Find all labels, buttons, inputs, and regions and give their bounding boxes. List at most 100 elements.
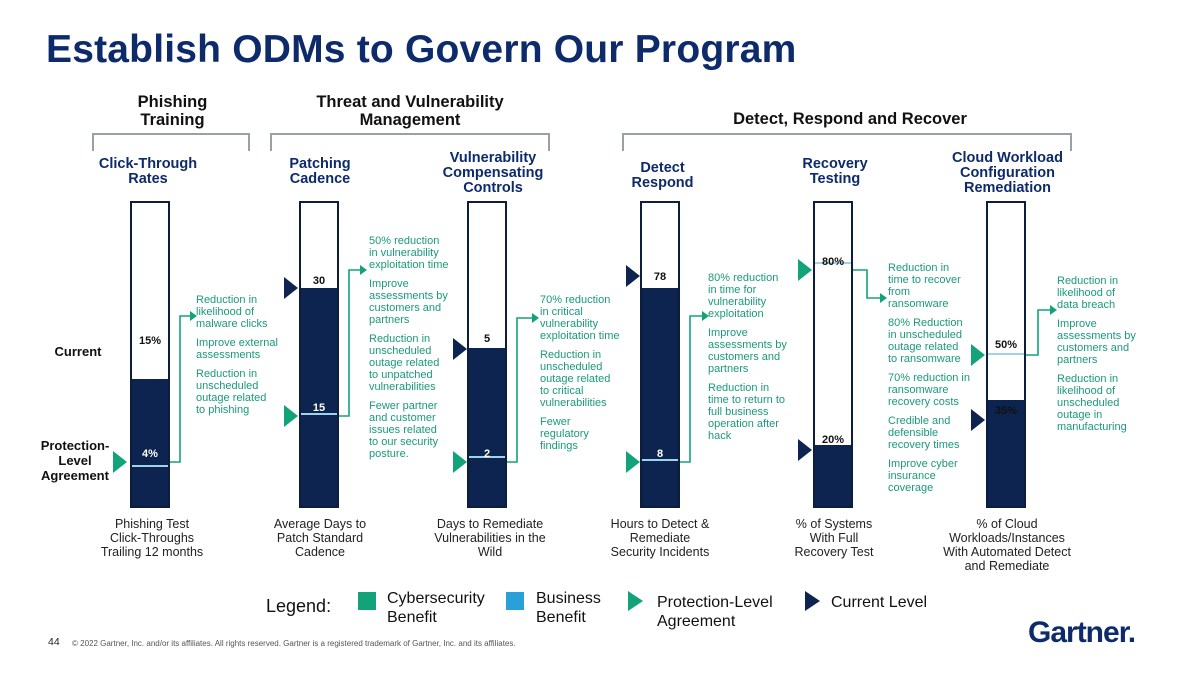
pla-markers: [113, 259, 985, 473]
current-marker-icon: [626, 265, 640, 287]
legend-pla-icon: [628, 591, 643, 611]
benefit-item: Improve assessments by customers and par…: [369, 278, 448, 326]
bar-fill-current: [301, 287, 337, 506]
pla-marker-icon: [284, 405, 298, 427]
benefit-item: 70% reduction in critical vulnerability …: [540, 294, 620, 342]
current-value-patching: 30: [312, 275, 326, 287]
benefit-item: Reduction in unscheduled outage related …: [540, 349, 611, 409]
group-label-phishing: Phishing Training: [137, 93, 208, 129]
bracket-tvm: [270, 133, 550, 151]
pla-marker-icon: [798, 259, 812, 281]
connector-click-through: [170, 315, 190, 463]
bracket-drr: [622, 133, 1072, 151]
benefit-item: Improve external assessments: [196, 337, 278, 361]
bar-detect-respond: [640, 201, 680, 508]
connector-recovery: [853, 269, 880, 299]
bar-pla-line: [815, 261, 851, 264]
benefits-detect-respond: 80% reduction in time for vulnerability …: [708, 272, 788, 449]
bar-pla-line: [988, 352, 1024, 355]
benefit-item: 80% Reduction in unscheduled outage rela…: [888, 317, 963, 365]
pla-marker-icon: [626, 451, 640, 473]
pla-value-recovery: 80%: [821, 256, 845, 268]
pla-value-detect-respond: 8: [656, 448, 664, 460]
benefit-item: Reduction in unscheduled outage related …: [196, 368, 267, 416]
bar-fill-current: [469, 348, 505, 506]
copyright-text: © 2022 Gartner, Inc. and/or its affiliat…: [72, 639, 516, 648]
metric-title-vuln-controls: Vulnerability Compensating Controls: [442, 150, 544, 196]
bar-fill-current: [132, 378, 168, 506]
footer-click-through: Phishing Test Click-Throughs Trailing 12…: [100, 517, 204, 559]
page-number: 44: [48, 636, 60, 648]
benefit-item: 70% reduction in ransomware recovery cos…: [888, 372, 970, 408]
benefit-item: Reduction in time to recover from ransom…: [888, 262, 961, 310]
footer-detect-respond: Hours to Detect & Remediate Security Inc…: [610, 517, 710, 559]
benefit-item: Reduction in likelihood of malware click…: [196, 294, 268, 330]
arrowhead-icon: [190, 311, 197, 321]
arrowhead-icon: [702, 311, 709, 321]
benefit-item: Fewer regulatory findings: [540, 416, 589, 452]
benefits-patching: 50% reduction in vulnerability exploitat…: [369, 235, 449, 467]
pla-value-patching: 15: [312, 402, 326, 414]
pla-value-click-through: 4%: [142, 448, 158, 460]
footer-vuln-controls: Days to Remediate Vulnerabilities in the…: [434, 517, 546, 559]
pla-marker-icon: [971, 344, 985, 366]
bracket-phishing: [92, 133, 250, 151]
page-title: Establish ODMs to Govern Our Program: [46, 28, 797, 71]
benefits-click-through: Reduction in likelihood of malware click…: [196, 294, 278, 423]
current-marker-icon: [971, 409, 985, 431]
bar-fill-current: [988, 399, 1024, 506]
bar-fill-current: [642, 287, 678, 506]
legend-text-business: Business Benefit: [536, 590, 601, 626]
current-value-recovery: 20%: [821, 434, 845, 446]
current-value-cloud: 35%: [994, 405, 1018, 417]
footer-recovery: % of Systems With Full Recovery Test: [794, 517, 874, 559]
benefit-item: Reduction in likelihood of data breach: [1057, 275, 1119, 311]
legend-label: Legend:: [266, 596, 332, 616]
bar-pla-line: [642, 458, 678, 461]
benefits-cloud: Reduction in likelihood of data breach I…: [1057, 275, 1139, 440]
metric-title-cloud: Cloud Workload Configuration Remediation: [952, 150, 1063, 196]
metric-title-recovery: Recovery Testing: [802, 156, 868, 187]
pla-marker-icon: [453, 451, 467, 473]
benefit-item: 50% reduction in vulnerability exploitat…: [369, 235, 449, 271]
benefit-item: Reduction in unscheduled outage related …: [369, 333, 440, 393]
connector-detect-respond: [680, 315, 702, 463]
pla-value-vuln-controls: 2: [483, 448, 491, 460]
current-value-click-through: 15%: [138, 335, 162, 347]
pla-value-cloud: 50%: [994, 339, 1018, 351]
benefit-item: 80% reduction in time for vulnerability …: [708, 272, 779, 320]
arrowhead-icon: [1050, 305, 1057, 315]
bar-pla-line: [132, 464, 168, 467]
current-marker-icon: [453, 338, 467, 360]
bar-pla-line: [301, 413, 337, 416]
legend-text-cyber: Cybersecurity Benefit: [387, 590, 485, 626]
current-marker-icon: [798, 439, 812, 461]
connector-patching: [339, 269, 360, 417]
legend-current-icon: [805, 591, 820, 611]
benefit-item: Credible and defensible recovery times: [888, 415, 960, 451]
legend-text-pla: Protection-Level Agreement: [657, 594, 773, 630]
current-value-vuln-controls: 5: [483, 333, 491, 345]
benefit-item: Improve cyber insurance coverage: [888, 458, 958, 494]
benefits-recovery: Reduction in time to recover from ransom…: [888, 262, 970, 501]
arrowhead-icon: [880, 293, 887, 303]
benefit-item: Fewer partner and customer issues relate…: [369, 400, 439, 460]
benefit-item: Improve assessments by customers and par…: [708, 327, 787, 375]
green-arrowheads: [190, 265, 1057, 323]
metric-title-click-through: Click-Through Rates: [98, 156, 198, 187]
arrowhead-icon: [532, 313, 539, 323]
legend-swatch-cyber: [358, 592, 376, 610]
legend-text-current: Current Level: [831, 594, 928, 611]
bar-patching: [299, 201, 339, 508]
current-marker-icon: [284, 277, 298, 299]
current-markers: [284, 265, 985, 461]
benefit-item: Reduction in likelihood of unscheduled o…: [1057, 373, 1127, 433]
metric-title-patching: Patching Cadence: [289, 156, 351, 187]
bar-pla-line: [469, 455, 505, 458]
benefits-vuln-controls: 70% reduction in critical vulnerability …: [540, 294, 620, 459]
row-label-pla: Protection-Level Agreement: [40, 438, 110, 483]
group-label-tvm: Threat and Vulnerability Management: [316, 93, 504, 129]
bar-vuln-controls: [467, 201, 507, 508]
pla-marker-icon: [113, 451, 127, 473]
